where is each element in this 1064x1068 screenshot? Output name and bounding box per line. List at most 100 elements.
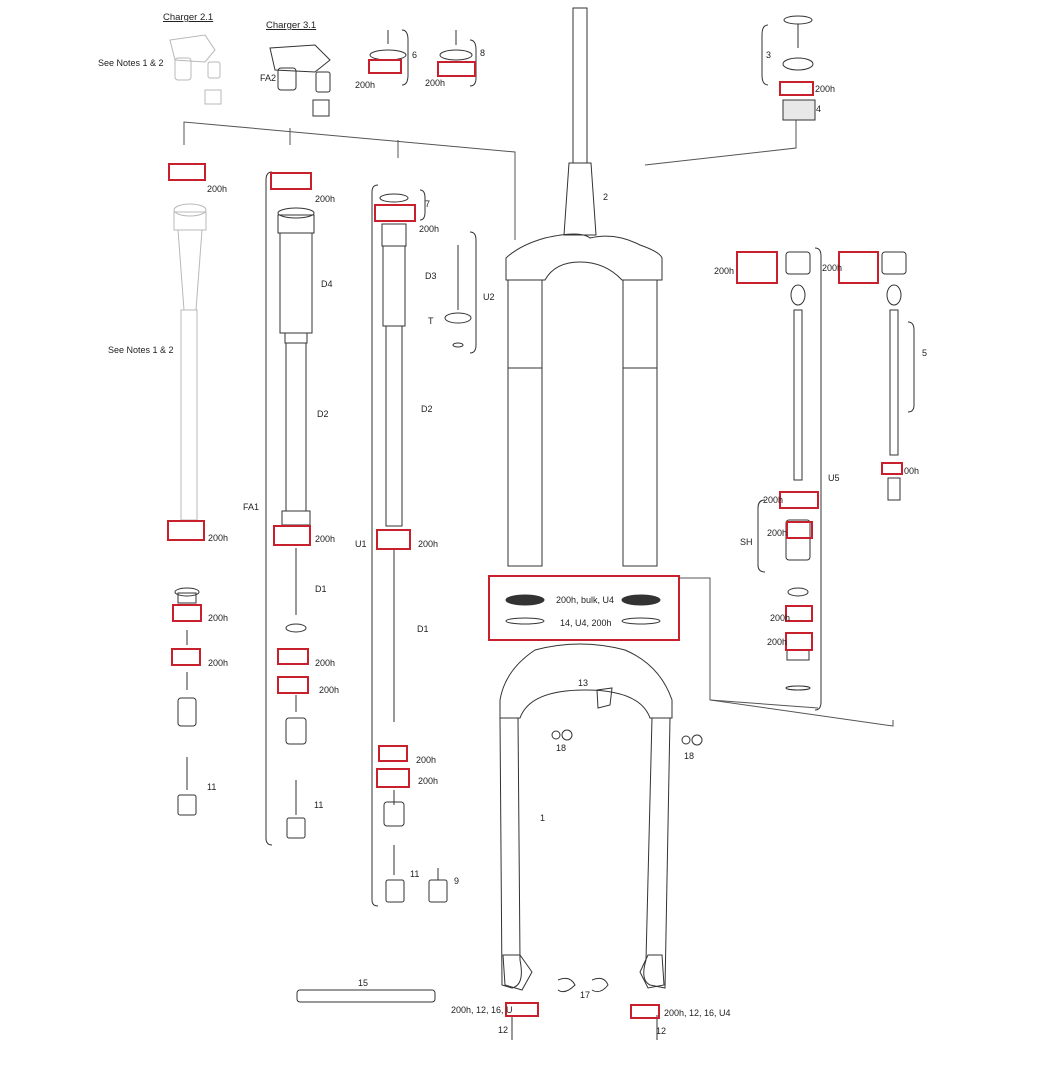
seal-bottom-label: 14, U4, 200h: [560, 618, 612, 628]
callout-200h: 200h: [315, 534, 336, 544]
callout-11: 11: [410, 869, 420, 879]
callout-200h: 200h: [315, 658, 336, 668]
callout-t: T: [428, 316, 434, 326]
callout-200h: 200h: [763, 495, 784, 505]
callout-8: 8: [480, 48, 486, 58]
highlight-box: [785, 632, 813, 651]
lower-legs: [499, 643, 673, 1040]
dust-seals: [505, 594, 661, 625]
callout-200h: 200h: [207, 184, 228, 194]
group-bracket: [401, 29, 409, 86]
callout-200h: 200h: [419, 224, 440, 234]
callout-200h: 200h: [208, 533, 229, 543]
highlight-box: [785, 605, 813, 622]
callout-12: 12: [498, 1025, 509, 1035]
highlight-box: [630, 1004, 660, 1019]
highlight-box: [168, 163, 206, 181]
group-bracket: [907, 321, 915, 413]
callout-sh: SH: [740, 537, 753, 547]
notes-label-top: See Notes 1 & 2: [98, 58, 164, 68]
callout-9: 9: [454, 876, 460, 886]
callout-200h: 200h: [208, 613, 229, 623]
charger-31-title: Charger 3.1: [266, 20, 317, 31]
callout-200h: 200h: [767, 637, 788, 647]
highlight-box: [779, 491, 819, 509]
callout-fa1: FA1: [243, 502, 260, 512]
highlight-box: [736, 251, 778, 284]
callout-4: 4: [816, 104, 822, 114]
callout-200h: 200h: [714, 266, 735, 276]
callout-18: 18: [684, 751, 695, 761]
group-bracket: [265, 171, 273, 846]
callout-7: 7: [425, 199, 431, 209]
highlight-box: [172, 604, 202, 622]
small-hardware: [551, 729, 703, 993]
charger-21-title: Charger 2.1: [163, 12, 214, 23]
group-bracket: [469, 39, 477, 87]
callout-200h: 200h: [425, 78, 446, 88]
callout-200h: 200h: [767, 528, 788, 538]
bottom-left-label: 200h, 12, 16, U: [451, 1005, 513, 1015]
callout-11: 11: [314, 800, 324, 810]
callout-200h: 200h: [319, 685, 340, 695]
callout-3: 3: [766, 50, 772, 60]
group-bracket: [469, 231, 477, 354]
group-bracket: [761, 24, 769, 86]
group-leader-line: [709, 699, 819, 709]
highlight-box: [277, 648, 309, 665]
group-bracket: [419, 189, 426, 221]
u2-assembly: [444, 245, 472, 348]
callout-d1: D1: [417, 624, 429, 634]
highlight-box: [167, 520, 205, 541]
group-bracket: [371, 184, 379, 907]
callout-200h: 200h: [315, 194, 336, 204]
group-leader-line: [644, 120, 797, 166]
crown-and-stanchions: [505, 7, 663, 567]
callout-13: 13: [578, 678, 589, 688]
callout-d3: D3: [425, 271, 437, 281]
callout-u5: U5: [828, 473, 840, 483]
highlight-box: [270, 172, 312, 190]
callout-200h: 200h: [418, 539, 439, 549]
axle: [296, 989, 436, 1003]
highlight-box: [779, 81, 814, 96]
callout-6: 6: [412, 50, 418, 60]
callout-200h: 200h: [770, 613, 791, 623]
callout-200h: 200h: [208, 658, 229, 668]
highlight-box: [368, 59, 402, 74]
callout-17: 17: [580, 990, 591, 1000]
highlight-box: [376, 768, 410, 788]
highlight-box: [786, 521, 813, 539]
callout-d2: D2: [317, 409, 329, 419]
callout-5: 5: [922, 348, 928, 358]
air-spring-assembly: [785, 251, 811, 691]
damper-u1-assembly: [379, 193, 448, 903]
callout-200h: 200h: [416, 755, 437, 765]
highlight-box: [378, 745, 408, 762]
callout-d1: D1: [315, 584, 327, 594]
negative-spring-shaft: [881, 251, 907, 501]
callout-fa2: FA2: [260, 73, 277, 83]
notes-label-mid: See Notes 1 & 2: [108, 345, 174, 355]
top-cap-parts: [369, 30, 473, 61]
callout-200h-partial: 00h: [904, 466, 920, 476]
highlight-box: [171, 648, 201, 666]
bottom-right-label: 200h, 12, 16, U4: [664, 1008, 731, 1018]
group-bracket: [814, 247, 822, 711]
damper-fa1-assembly: [277, 207, 315, 839]
callout-2: 2: [603, 192, 609, 202]
top-cap-assembly-right: [782, 15, 816, 121]
callout-1: 1: [540, 813, 546, 823]
damper-left-assembly: [174, 587, 200, 816]
highlight-box: [277, 676, 309, 694]
callout-u1: U1: [355, 539, 367, 549]
charger-31-assembly: [269, 44, 331, 117]
callout-d4: D4: [321, 279, 333, 289]
highlight-box: [273, 525, 311, 546]
highlight-box: [376, 529, 411, 550]
callout-d2: D2: [421, 404, 433, 414]
charger-21-faded-assembly: [169, 34, 222, 521]
highlight-box: [374, 204, 416, 222]
